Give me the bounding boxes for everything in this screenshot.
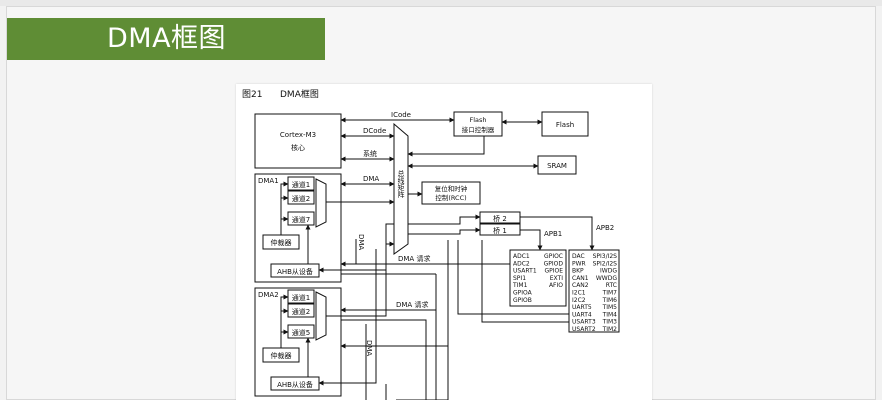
apb2-right-item: TIM6 [602, 297, 618, 304]
apb2-left-item: USART3 [572, 319, 596, 326]
apb2-right-item: TIM4 [602, 311, 618, 318]
apb1-right-item: GPIOE [544, 268, 563, 275]
cortex-m3-block [254, 113, 342, 169]
flash-ctrl-line2: 接口控制器 [462, 125, 495, 134]
title-banner: DMA框图 [7, 18, 325, 60]
diagram-svg: 图21 DMA框图 Cortex-M3 核心 ICode DCode 系统 DM… [242, 88, 620, 400]
dma1-channel7: 通道7 [292, 215, 310, 224]
apb2-peripheral-block [568, 249, 620, 333]
apb1-left-item: SPI1 [513, 275, 526, 282]
apb2-right-item: TIM2 [602, 326, 618, 333]
dma2-mux [315, 291, 327, 341]
dma1-block [254, 173, 342, 283]
bridge2-label: 桥 2 [493, 214, 507, 223]
apb2-right-item: RTC [606, 282, 617, 289]
apb2-left-item: CAN1 [572, 275, 589, 282]
apb2-left-item: I2C2 [572, 297, 586, 304]
apb2-left-item: BKP [572, 268, 584, 275]
connector-f [341, 319, 427, 400]
dma2-ahb-slave: AHB从设备 [277, 380, 313, 389]
dma1-arbiter: 仲裁器 [271, 238, 292, 247]
dma2-block [254, 287, 342, 397]
flash-label: Flash [556, 121, 574, 129]
caption-title: DMA框图 [280, 88, 319, 100]
dma2-channel2: 通道2 [292, 307, 310, 316]
apb2-bus [520, 216, 595, 251]
apb2-right-list: SPI3/I2SSPI2/I2SIWDGWWDGRTCTIM7TIM6TIM5T… [593, 253, 618, 333]
caption-number: 图21 [242, 89, 262, 100]
system-label: 系统 [363, 149, 377, 158]
matrix-to-bridge1 [408, 227, 481, 235]
dma2-channel1: 通道1 [292, 293, 310, 302]
apb2-left-list: DACPWRBKPCAN1CAN2I2C1I2C2UART5UART4USART… [572, 253, 596, 333]
dma1-mux [315, 178, 327, 228]
window-top-strip [0, 0, 882, 6]
apb2-right-item: TIM3 [602, 319, 618, 326]
dma2-arbiter: 仲裁器 [271, 351, 292, 360]
apb2-left-item: UART5 [572, 304, 592, 311]
dma2-request-label: DMA 请求 [396, 300, 428, 309]
arb1-ch1 [280, 181, 289, 235]
ahb2-link [318, 249, 377, 386]
dma1-request-label: DMA 请求 [398, 254, 430, 263]
bus-matrix-label: 总线矩阵 [397, 169, 405, 199]
apb1-left-item: TIM1 [512, 282, 528, 289]
connector-e [481, 240, 569, 323]
apb2-left-item: UART4 [572, 311, 592, 318]
matrix-to-flash [407, 136, 485, 157]
apb1-right-item: EXTI [550, 275, 563, 282]
connector-d [457, 240, 569, 315]
dcode-label: DCode [363, 127, 386, 135]
dma1-ahb-slave: AHB从设备 [277, 267, 313, 276]
apb1-left-item: ADC2 [513, 260, 530, 267]
slide-title: DMA框图 [107, 23, 227, 54]
apb2-left-item: PWR [572, 260, 586, 267]
apb2-label: APB2 [596, 224, 614, 232]
apb1-left-item: ADC1 [513, 253, 530, 260]
apb1-peripheral-block [509, 249, 567, 307]
dma2-vert-label: DMA [365, 340, 373, 356]
arb2-ch1 [280, 294, 289, 348]
cortex-core-label: 核心 [291, 143, 305, 152]
dma1-channel2: 通道2 [292, 194, 310, 203]
apb1-right-item: GPIOD [544, 260, 564, 267]
dma2-channel5: 通道5 [292, 328, 310, 337]
icode-label: ICode [391, 111, 411, 119]
apb2-right-item: IWDG [600, 268, 617, 275]
dma2-label: DMA2 [258, 291, 279, 299]
apb2-right-item: TIM7 [602, 290, 618, 297]
apb2-left-item: DAC [572, 253, 585, 260]
flash-ctrl-line1: Flash [469, 116, 486, 124]
apb2-left-item: CAN2 [572, 282, 589, 289]
apb2-right-item: SPI2/I2S [593, 260, 618, 267]
apb1-left-item: GPIOB [513, 297, 532, 304]
apb1-left-item: USART1 [513, 268, 537, 275]
apb2-right-item: SPI3/I2S [593, 253, 618, 260]
dma-block-diagram: 图21 DMA框图 Cortex-M3 核心 ICode DCode 系统 DM… [236, 84, 652, 400]
apb2-right-item: TIM5 [602, 304, 618, 311]
apb2-right-item: WWDG [596, 275, 617, 282]
bus-matrix-shape [393, 122, 409, 255]
rcc-line1: 复位和时钟 [435, 184, 468, 193]
dma-bus-label: DMA [363, 175, 379, 183]
apb1-right-item: GPIOC [544, 253, 563, 260]
apb1-left-item: GPIOA [513, 290, 533, 297]
matrix-to-bridge2 [408, 214, 481, 225]
flash-block [541, 111, 589, 137]
rcc-line2: 控制(RCC) [435, 193, 466, 202]
apb1-right-item: AFIO [549, 282, 563, 289]
bridge1-label: 桥 1 [493, 226, 507, 235]
apb2-left-item: USART2 [572, 326, 596, 333]
cortex-label: Cortex-M3 [280, 131, 316, 139]
apb1-bus [520, 229, 543, 251]
dma1-label: DMA1 [258, 177, 279, 185]
apb2-left-item: I2C1 [572, 290, 586, 297]
apb1-label: APB1 [544, 230, 562, 238]
dma1-channel1: 通道1 [292, 180, 310, 189]
dma2-to-matrix [326, 241, 395, 317]
sram-label: SRAM [547, 162, 567, 170]
dma1-vert-label: DMA [357, 234, 365, 250]
